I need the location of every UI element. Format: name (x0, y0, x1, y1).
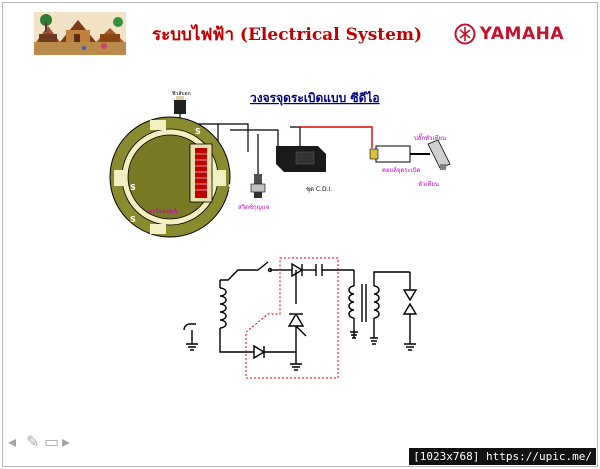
ignition-coil-icon (369, 145, 430, 163)
key-switch-label: สวิตซ์กุญแจ (238, 203, 269, 211)
diagram-heading: วงจรจุดระเบิดแบบ ซีดีไอ (250, 90, 380, 106)
charge-coil-label: ชาร์จคอยล์ (148, 207, 177, 215)
stator-s-label-bottom: S (130, 215, 136, 224)
fuse-component (174, 100, 186, 114)
cdi-ignition-diagram: วงจรจุดระเบิดแบบ ซีดีไอ ฟิวส์บอก S S S S… (109, 90, 451, 379)
tuning-fork-emblem-icon (454, 23, 476, 45)
schematic-circuit (183, 261, 418, 371)
cdi-unit-label: ชุด C.D.I. (306, 186, 332, 193)
prev-arrow-icon[interactable]: ◂ (8, 432, 18, 451)
village-banner-image (34, 12, 126, 55)
red-high-voltage-wire (300, 126, 373, 148)
spark-plug-cap-icon (427, 139, 451, 170)
fuse-label: ฟิวส์บอก (172, 90, 191, 97)
stator-flywheel (109, 116, 231, 238)
next-arrow-icon[interactable]: ▸ (62, 432, 72, 451)
pen-icon[interactable]: ✎ (26, 432, 39, 451)
slide-title: ระบบไฟฟ้า (Electrical System) (152, 25, 422, 45)
ignition-coil-label: คอยล์จุดระเบิด (382, 166, 421, 174)
slide-banner: ระบบไฟฟ้า (Electrical System) YAMAHA (34, 12, 568, 55)
stator-s-label-right: S (228, 183, 234, 192)
key-switch-icon (250, 174, 266, 198)
cdi-boundary-dotted (245, 257, 339, 379)
image-watermark: [1023x768] https://upic.me/ (409, 448, 596, 465)
stator-s-label-top: S (195, 127, 201, 136)
brand-name: YAMAHA (479, 24, 564, 44)
stator-s-label-left: S (130, 183, 136, 192)
spark-plug-label: หัวเทียน (418, 180, 439, 188)
plug-cap-label: ปลั๊กหัวเทียน (414, 133, 446, 142)
slide-toolbar[interactable]: ◂ ✎ ▭ ▸ (8, 432, 72, 451)
cdi-unit-icon (276, 146, 326, 172)
yamaha-logo: YAMAHA (454, 23, 564, 45)
menu-icon[interactable]: ▭ (44, 432, 59, 451)
